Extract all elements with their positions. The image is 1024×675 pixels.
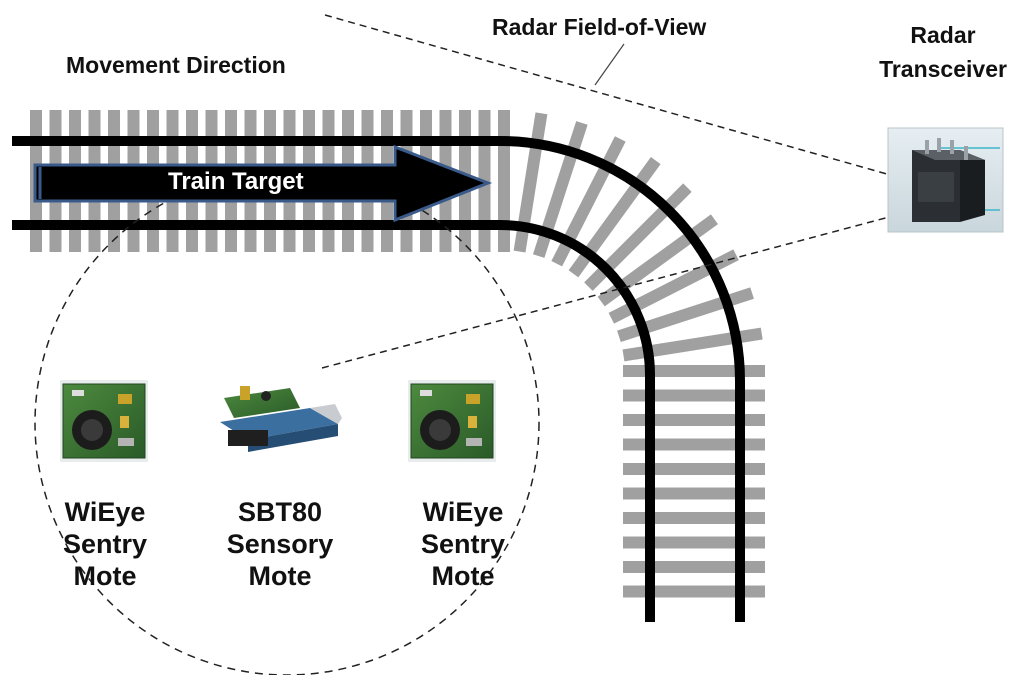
track-tie: [623, 438, 765, 451]
radar-fov-label: Radar Field-of-View: [492, 14, 707, 40]
mote-label-line: SBT80: [237, 497, 323, 527]
track-tie: [622, 327, 763, 362]
radar-transceiver-label-line2: Transceiver: [879, 56, 1007, 82]
mote-label-line: Mote: [431, 561, 495, 591]
sbt80-board-icon: [210, 378, 342, 458]
track-tie: [498, 110, 510, 252]
mote-label-line: Sensory: [226, 529, 334, 559]
track-tie: [623, 512, 765, 524]
wieye-board-icon: [408, 380, 496, 462]
radar-transceiver-label: Radar Transceiver: [868, 18, 1018, 86]
radar-fov-line-upper: [324, 14, 909, 181]
radar-transceiver-icon: [887, 127, 1004, 233]
mote-cluster-boundary: [34, 170, 540, 675]
train-target-label: Train Target: [168, 168, 304, 195]
track-tie: [617, 287, 754, 343]
track-tie: [623, 389, 765, 402]
track-tie: [623, 561, 765, 573]
track-tie: [623, 365, 765, 377]
track-tie: [623, 487, 765, 500]
mote-label-line: WiEye: [422, 497, 504, 527]
vertical-track-ties: [623, 365, 765, 598]
mote-label-line: Sentry: [420, 529, 506, 559]
track-tie: [623, 536, 765, 549]
track-tie: [623, 463, 765, 475]
radar-fov-label-leader: [594, 43, 625, 86]
outer-rail: [12, 136, 745, 622]
wieye-board-icon: [60, 380, 148, 462]
mote-label-sbt80: SBT80 Sensory Mote: [210, 496, 350, 592]
movement-direction-label: Movement Direction: [66, 52, 286, 78]
inner-rail: [12, 220, 655, 622]
radar-transceiver-label-line1: Radar: [910, 22, 976, 48]
radar-fov-line-lower: [321, 211, 909, 369]
train-target-arrow: [33, 144, 493, 223]
track-tie: [623, 414, 765, 426]
mote-label-line: WiEye: [64, 497, 146, 527]
mote-label-wieye-left: WiEye Sentry Mote: [40, 496, 170, 592]
mote-label-line: Mote: [73, 561, 137, 591]
mote-label-wieye-right: WiEye Sentry Mote: [398, 496, 528, 592]
mote-label-line: Mote: [248, 561, 312, 591]
mote-label-line: Sentry: [62, 529, 148, 559]
track-tie: [623, 585, 765, 598]
